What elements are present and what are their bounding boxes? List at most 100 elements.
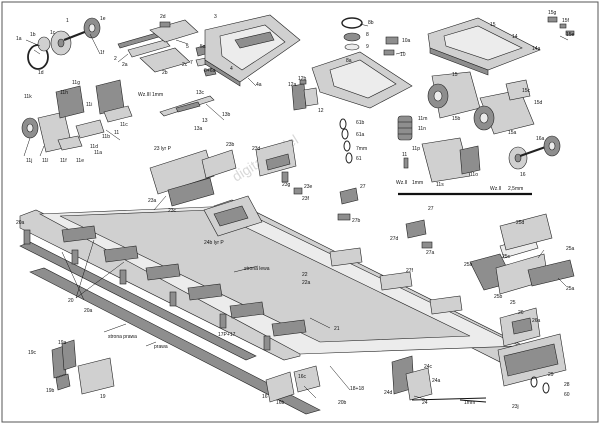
part-24d-strip (459, 399, 487, 403)
label-11i: 11i (86, 102, 92, 108)
label-20: 20 (68, 298, 74, 304)
label-14: 14 (512, 34, 518, 40)
label-8b: 8b (368, 20, 374, 26)
label-16-bottom: 16 (262, 394, 268, 400)
part-11-coil-small (403, 157, 409, 169)
label-3: 3 (214, 14, 217, 20)
part-10a (385, 36, 399, 45)
strona-prawa-label: strona prawa (108, 334, 137, 340)
part-61-link-3 (343, 140, 351, 152)
label-2b: 2b (162, 70, 168, 76)
label-12: 12 (318, 108, 324, 114)
label-14a: 14a (532, 46, 541, 52)
part-2d-plate (149, 19, 199, 43)
label-15b: 15b (452, 116, 461, 122)
scale-note-top-dim: 1mm (152, 92, 163, 98)
label-19a: 19a (58, 340, 67, 346)
label-5a: 5a (200, 44, 206, 50)
label-1c: 1c (50, 30, 56, 36)
dim-7mm: 7mm (356, 146, 367, 152)
part-23-bracket (149, 149, 215, 195)
label-24c: 24c (424, 364, 433, 370)
label-4: 4 (230, 66, 233, 72)
label-11e: 11e (76, 158, 84, 164)
part-11a-plate (55, 85, 85, 119)
part-9-disc (344, 43, 360, 51)
label-5: 5 (186, 44, 189, 50)
part-11o-box (459, 145, 481, 175)
part-25a-plate (527, 259, 575, 287)
label-9: 9 (366, 44, 369, 50)
part-61-link-1 (339, 118, 347, 130)
label-21: 21 (334, 326, 340, 332)
part-20b-bottom-strip (29, 267, 321, 415)
label-2c: 2c (182, 62, 188, 68)
label-15c: 15c (522, 88, 531, 94)
label-15f: 15f (562, 18, 570, 24)
part-1c-disc (37, 36, 51, 52)
crossmember-8 (379, 271, 413, 291)
label-23g: 23g (282, 182, 291, 188)
label-11h: 11h (60, 90, 68, 96)
crossmember-3 (145, 263, 181, 281)
label-8: 8 (366, 32, 369, 38)
bogie-assembly-group (427, 71, 535, 135)
label-1a: 1a (16, 36, 22, 42)
part-6 (203, 67, 217, 77)
part-20-side-beam (19, 209, 301, 361)
label-25a-top: 25a (566, 246, 575, 252)
crossmember-7 (329, 247, 363, 267)
label-1b: 1b (30, 32, 36, 38)
label-11d: 11d (90, 144, 98, 150)
label-8a: 8a (346, 58, 352, 64)
bogie-frame-mid-group (311, 51, 413, 109)
label-6: 6+6a (204, 68, 215, 74)
crossmember-2 (103, 245, 139, 263)
part-61-link-4 (345, 152, 353, 164)
buffer-beam-group (469, 213, 575, 394)
label-15g: 15g (548, 10, 557, 16)
strona-lewa-label: strona lewa (244, 266, 270, 272)
orientation-notes-group: strona lewa strona prawa prawa 17P+17 (103, 265, 270, 350)
label-22a: 22a (302, 280, 311, 286)
part-23g-tab (281, 171, 289, 183)
label-11-spring: 11 (402, 152, 407, 158)
part-15a-wheel-hub (479, 112, 489, 124)
part-12a-bracket (303, 87, 319, 107)
part-23b-bracket (201, 149, 237, 179)
label-26a: 26a (532, 318, 541, 324)
prawa-label: prawa (154, 344, 168, 350)
label-23b: 23b (226, 142, 235, 148)
label-29: 29 (548, 372, 554, 378)
part-16-block (265, 371, 295, 403)
label-11b: 11b (102, 134, 110, 140)
chain-parts-group (339, 118, 353, 164)
label-11j: 11j (26, 158, 32, 164)
leader-lines-group (23, 23, 569, 401)
crossmember-6 (271, 319, 307, 337)
vertical-plate-3 (119, 269, 127, 285)
label-15a: 15a (508, 130, 517, 136)
scale-note-right: Wz.II (490, 186, 501, 192)
label-23j: 23j (512, 404, 519, 410)
part-16-wheel-left-hub (514, 153, 522, 163)
label-24a: 24a (432, 378, 441, 384)
crossmember-4 (187, 283, 223, 301)
arrow-prawa (145, 341, 157, 347)
label-15-bogie: 15 (452, 72, 458, 78)
part-11c-plate (103, 105, 133, 123)
label-25a-right: 25a (566, 286, 575, 292)
part-29-hook (530, 376, 538, 388)
label-10: 10 (400, 52, 406, 58)
label-25b: 25b (494, 294, 503, 300)
label-16a: 16a (536, 136, 545, 142)
label-11c: 11c (120, 122, 128, 128)
arrow-strona-prawa (103, 323, 127, 333)
label-25c: 25c (502, 254, 511, 260)
label-16b: 16b (276, 400, 285, 406)
label-20a-lower: 20a (84, 308, 93, 314)
part-24b-bracket-dark (213, 205, 249, 227)
part-24b-label: 24b lyr P (204, 240, 224, 246)
label-27-b: 27 (428, 206, 434, 212)
part-10 (383, 49, 395, 56)
